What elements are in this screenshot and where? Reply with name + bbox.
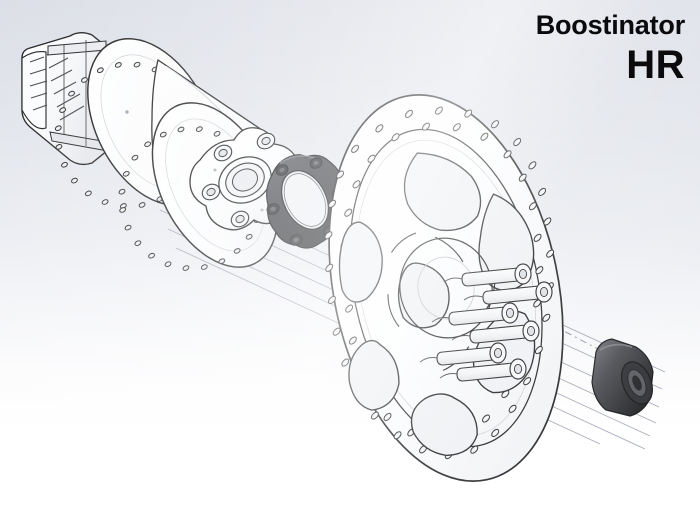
hub-end-cap (591, 338, 654, 417)
product-name-title: Boostinator (535, 10, 685, 40)
product-model-title: HR (626, 43, 685, 87)
title-block: Boostinator HR (535, 10, 685, 87)
